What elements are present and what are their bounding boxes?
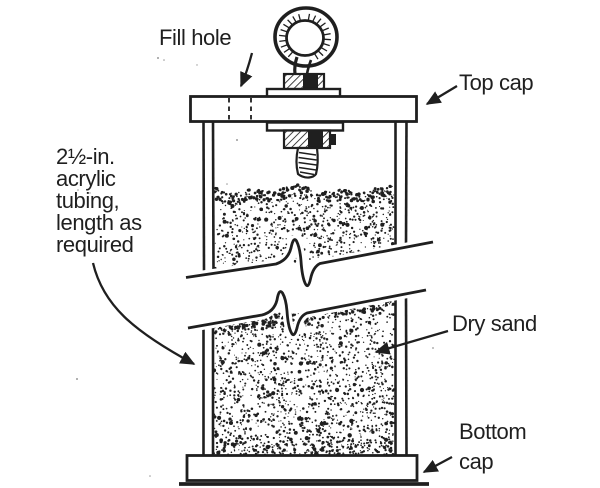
hex-nut-hatch: [284, 130, 330, 148]
break-upper: [181, 235, 438, 291]
hex-nut-shadow: [308, 130, 323, 148]
fill-hole-arrow: [239, 52, 254, 88]
paper-specks: [76, 57, 434, 477]
dry-sand-arrow: [374, 329, 449, 355]
hex-nut-shadow: [303, 74, 318, 90]
tube-walls: [202, 120, 408, 457]
eye-shank: [293, 56, 299, 75]
eye-ring-outer: [273, 6, 339, 68]
bottom-nut-assembly: [265, 121, 345, 179]
fill-hole-label: Fill hole: [159, 25, 232, 50]
tube-wall-line: [211, 120, 215, 273]
bottom-cap-label: Bottom cap: [459, 419, 527, 474]
washer: [265, 121, 345, 132]
top-cap-label: Top cap: [459, 70, 534, 95]
hex-nut-corner: [329, 134, 336, 145]
sand-upper-stipple: [213, 183, 395, 275]
tubing-label: 2½-in. acrylic tubing, length as require…: [56, 144, 142, 257]
top-nut-assembly: [265, 72, 342, 99]
tube-wall-line: [202, 120, 206, 275]
bottom-cap-arrow: [422, 455, 453, 474]
break-lower: [183, 285, 431, 340]
threaded-rod: [295, 146, 319, 179]
bottom-cap: [185, 454, 419, 482]
fill-hole-dashed-lines: [228, 98, 252, 121]
tube-wall-line: [404, 294, 408, 457]
tubing-arrow: [91, 262, 196, 366]
leader-arrows: [91, 52, 458, 474]
top-cap: [189, 95, 418, 123]
eye-ring-inner: [285, 19, 325, 57]
top-cap-arrow: [425, 85, 458, 105]
eye-ring-ticks: [279, 13, 331, 60]
dry-sand-label: Dry sand: [452, 311, 537, 336]
eye-bolt: [273, 6, 339, 75]
tube-wall-line: [404, 120, 408, 248]
